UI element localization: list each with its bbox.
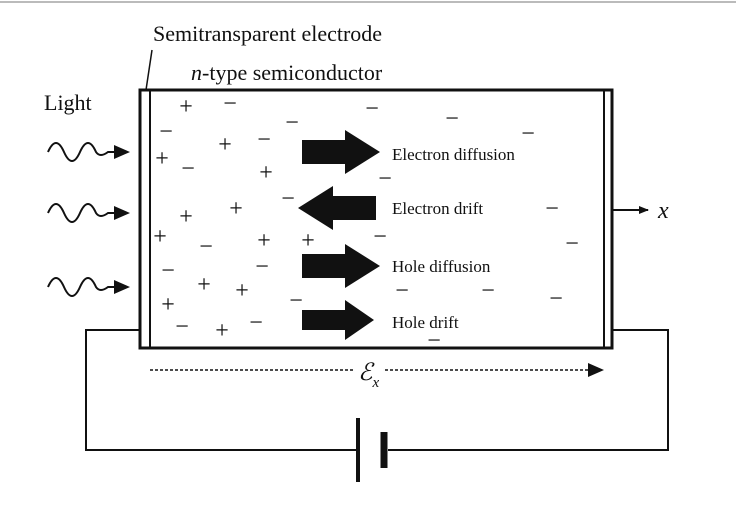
circuit-wire-right	[388, 329, 669, 451]
electron-minus-sign: −	[549, 286, 563, 312]
electron-minus-sign: −	[481, 278, 495, 304]
electron-minus-sign: −	[289, 288, 303, 314]
electron-minus-sign: −	[285, 110, 299, 136]
electron-minus-sign: −	[565, 231, 579, 257]
hole-plus-sign: +	[301, 228, 315, 254]
electrode-label: Semitransparent electrode	[153, 21, 382, 46]
x-axis-label: x	[657, 198, 669, 224]
hole-plus-sign: +	[259, 160, 273, 186]
electron-minus-sign: −	[445, 106, 459, 132]
light-wave-3	[47, 277, 130, 297]
electron-minus-sign: −	[281, 186, 295, 212]
field-arrowhead	[588, 363, 604, 377]
electron-minus-sign: −	[378, 166, 392, 192]
electron-drift-label: Electron drift	[392, 199, 483, 218]
electron-minus-sign: −	[257, 127, 271, 153]
hole-drift-arrow	[302, 300, 374, 340]
electron-minus-sign: −	[255, 254, 269, 280]
hole-plus-sign: +	[218, 132, 232, 158]
electron-minus-sign: −	[545, 196, 559, 222]
hole-plus-sign: +	[257, 228, 271, 254]
circuit-wire-left	[85, 329, 356, 451]
hole-plus-sign: +	[161, 292, 175, 318]
electron-minus-sign: −	[159, 119, 173, 145]
semiconductor-block	[138, 88, 614, 350]
electrode-pointer-line	[145, 49, 153, 91]
field-label: ℰx	[358, 360, 380, 391]
field-label-bg	[354, 358, 384, 384]
field-symbol: ℰ	[358, 360, 375, 386]
electron-minus-sign: −	[223, 91, 237, 117]
semiconductor-label-suffix: -type semiconductor	[202, 60, 383, 85]
electron-minus-sign: −	[373, 224, 387, 250]
electron-minus-sign: −	[365, 96, 379, 122]
electron-diffusion-label: Electron diffusion	[392, 145, 515, 164]
hole-plus-sign: +	[153, 224, 167, 250]
light-wave-2	[47, 203, 130, 223]
charge-carriers: +++++++++++++−−−−−−−−−−−−−−−−−−−−−−−	[153, 91, 579, 354]
hole-plus-sign: +	[155, 146, 169, 172]
electron-minus-sign: −	[521, 121, 535, 147]
electron-minus-sign: −	[161, 258, 175, 284]
hole-diffusion-label: Hole diffusion	[392, 257, 491, 276]
electron-minus-sign: −	[199, 234, 213, 260]
electron-minus-sign: −	[175, 314, 189, 340]
light-label: Light	[44, 90, 92, 115]
hole-plus-sign: +	[229, 196, 243, 222]
electron-minus-sign: −	[395, 278, 409, 304]
hole-plus-sign: +	[235, 278, 249, 304]
semiconductor-label-prefix: n	[191, 60, 202, 85]
electron-minus-sign: −	[249, 310, 263, 336]
hole-plus-sign: +	[179, 204, 193, 230]
light-wave-1	[47, 142, 130, 162]
hole-plus-sign: +	[197, 272, 211, 298]
hole-drift-label: Hole drift	[392, 313, 459, 332]
electron-drift-arrow	[298, 186, 376, 230]
hole-diffusion-arrow	[302, 244, 380, 288]
electron-minus-sign: −	[427, 328, 441, 354]
electron-minus-sign: −	[181, 156, 195, 182]
hole-plus-sign: +	[179, 94, 193, 120]
field-subscript: x	[372, 375, 380, 391]
hole-plus-sign: +	[215, 318, 229, 344]
semiconductor-label: n-type semiconductor	[191, 60, 383, 85]
electron-diffusion-arrow	[302, 130, 380, 174]
